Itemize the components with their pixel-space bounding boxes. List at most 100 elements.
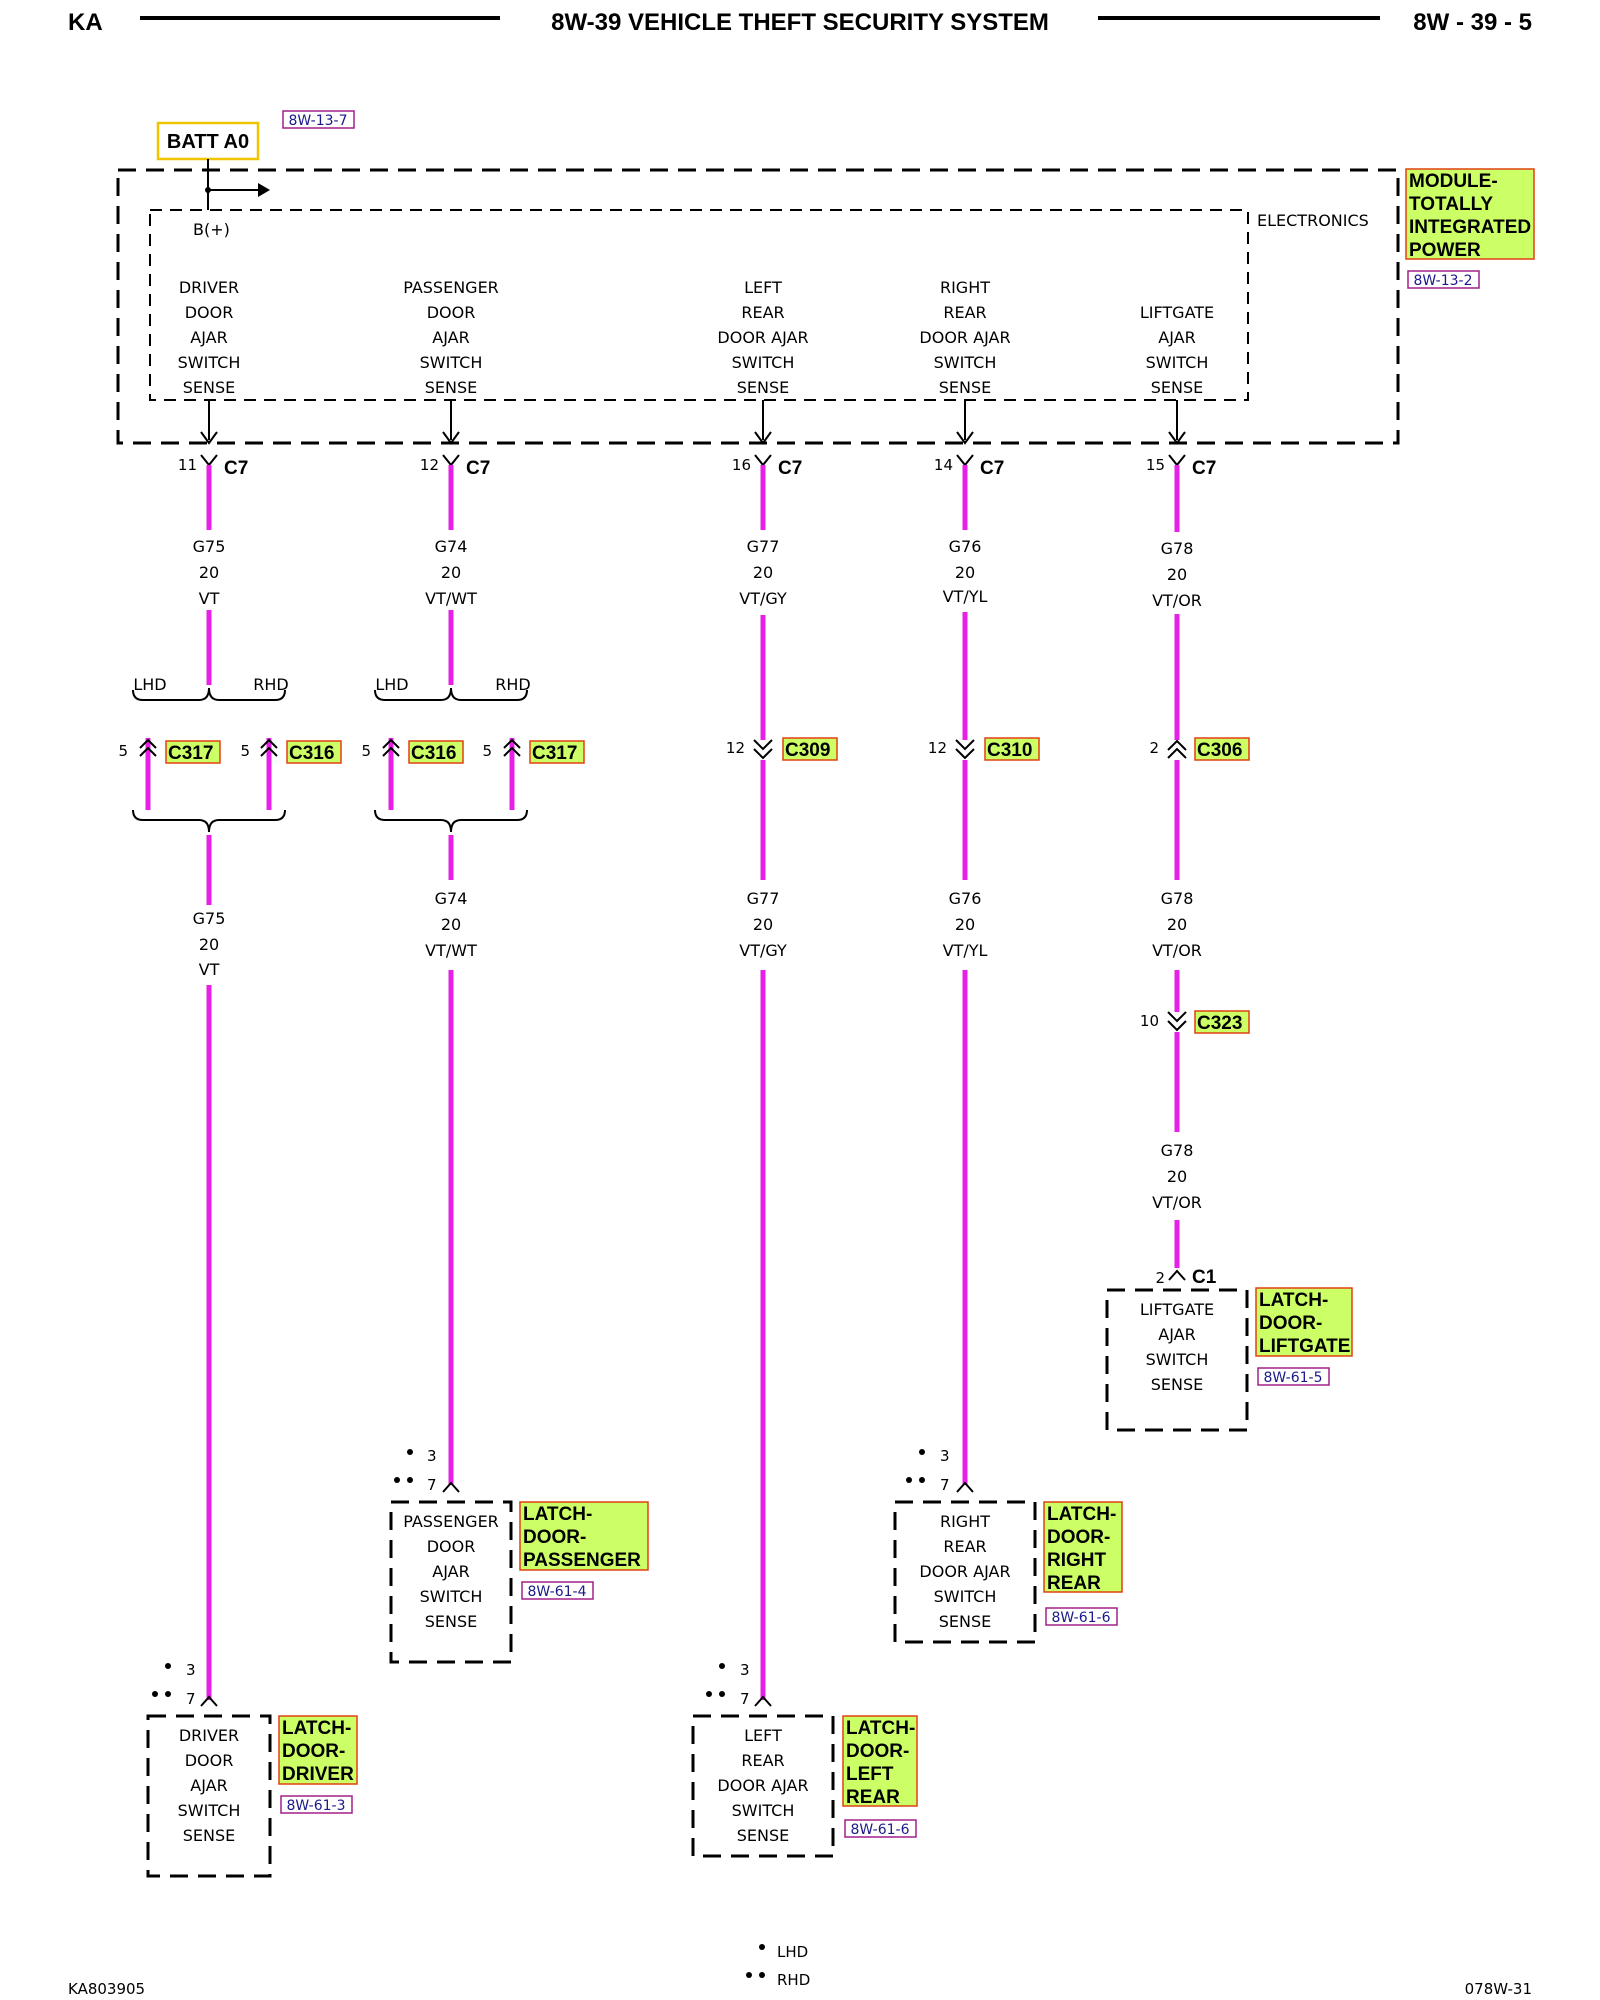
sense-label-line: SWITCH — [732, 353, 795, 372]
rhd-marker — [394, 1477, 400, 1483]
sense-input-driver: DRIVER DOOR AJAR SWITCH SENSE — [178, 278, 241, 397]
wire-label-driver: G75 20 VT — [193, 537, 226, 608]
c7-pin-passenger: 12 C7 — [420, 454, 490, 479]
component-tag-line: LIFTGATE — [1259, 1336, 1350, 1357]
sense-label-line: SWITCH — [178, 353, 241, 372]
component-ref: 8W-61-6 — [1051, 1610, 1110, 1626]
pin-cap — [442, 454, 460, 467]
component-ref: 8W-61-6 — [850, 1822, 909, 1838]
wire-gauge: 20 — [955, 915, 975, 934]
connector-highlight — [1194, 1010, 1250, 1034]
connector-id: C309 — [785, 740, 830, 761]
connector-id: C7 — [224, 458, 248, 479]
pin-number: 3 — [940, 1447, 950, 1465]
connector-highlight — [1194, 737, 1250, 761]
batt-ref-box — [282, 110, 355, 129]
component-outline — [389, 1500, 513, 1664]
circuit-id: G76 — [949, 537, 982, 556]
sense-label-line: SENSE — [939, 378, 992, 397]
pin-number: 12 — [726, 739, 745, 757]
component-tag-line: LATCH- — [523, 1504, 592, 1525]
sense-label-line: DOOR — [427, 303, 476, 322]
page-number: 8W - 39 - 5 — [1413, 9, 1532, 36]
sense-input-labels: DRIVER DOOR AJAR SWITCH SENSE PASSENGER … — [178, 278, 1215, 397]
pin-cap — [956, 1481, 974, 1493]
merge-brace — [374, 809, 528, 833]
connector-id: C7 — [1192, 458, 1216, 479]
component-ref-box — [521, 1581, 594, 1600]
wire-label-liftgate-bottom: G78 20 VT/OR — [1152, 1141, 1202, 1212]
component-tag-line: PASSENGER — [523, 1550, 641, 1571]
rhd-label: RHD — [253, 675, 288, 694]
component-outline — [146, 1714, 272, 1878]
pin-number: 12 — [928, 739, 947, 757]
circuit-id: G78 — [1161, 539, 1194, 558]
component-label-line: SWITCH — [934, 1587, 997, 1606]
inline-connectors: 5 C317 5 C316 5 C316 5 C317 12 — [118, 737, 1250, 1034]
component-tag-box — [1255, 1287, 1353, 1357]
wire-color: VT/WT — [425, 589, 477, 608]
connector-c310: 12 C310 — [928, 737, 1040, 761]
component-tag-line: LATCH- — [1259, 1290, 1328, 1311]
component-ref-box — [280, 1795, 353, 1814]
component-liftgate-switch: 2 C1 LIFTGATE AJAR SWITCH SENSE LATCH- D… — [1105, 1267, 1353, 1432]
pin-cap — [200, 1695, 218, 1707]
wire-label-left-rear: G77 20 VT/GY — [739, 537, 787, 608]
component-label-line: PASSENGER — [403, 1512, 499, 1531]
connector-id: C323 — [1197, 1013, 1242, 1034]
lhd-rhd-legend: LHD RHD — [746, 1943, 810, 1989]
component-tag-box — [519, 1501, 649, 1571]
component-outline — [691, 1714, 835, 1858]
wire-gauge: 20 — [441, 563, 461, 582]
wire-color: VT/YL — [943, 587, 988, 606]
component-driver-switch: 3 7 DRIVER DOOR AJAR SWITCH SENSE LATCH-… — [146, 1661, 358, 1878]
component-tag-line: DOOR- — [1047, 1527, 1110, 1548]
wire-gauge: 20 — [441, 915, 461, 934]
pin-number: 5 — [118, 742, 128, 760]
connector-glyph — [260, 738, 278, 757]
footer-doc-id: KA803905 — [68, 1980, 145, 1998]
lhd-label: LHD — [133, 675, 166, 694]
rhd-marker — [407, 1477, 413, 1483]
circuit-id: G74 — [435, 889, 468, 908]
component-label-line: DOOR — [185, 1751, 234, 1770]
pin-number: 2 — [1149, 739, 1159, 757]
wire-label-right-rear-lower: G76 20 VT/YL — [943, 889, 988, 960]
sense-label-line: DRIVER — [179, 278, 239, 297]
component-tag-line: DOOR- — [1259, 1313, 1322, 1334]
page-header: KA 8W-39 VEHICLE THEFT SECURITY SYSTEM 8… — [68, 9, 1532, 36]
connector-glyph — [753, 739, 773, 760]
pin-number: 2 — [1155, 1269, 1165, 1287]
sense-label-line: SENSE — [425, 378, 478, 397]
pin-number: 3 — [427, 1447, 437, 1465]
sense-label-line: AJAR — [432, 328, 469, 347]
bplus-node — [205, 187, 211, 193]
component-tag-line: RIGHT — [1047, 1550, 1107, 1571]
wire-color: VT/GY — [739, 589, 787, 608]
circuit-id: G77 — [747, 889, 780, 908]
connector-highlight — [408, 740, 464, 764]
connector-c317-driver: 5 C317 — [118, 738, 221, 764]
component-tag-line: DOOR- — [523, 1527, 586, 1548]
pin-cap — [1168, 1269, 1186, 1281]
pin-cap — [200, 454, 218, 467]
wire-label-left-rear-lower: G77 20 VT/GY — [739, 889, 787, 960]
wires — [145, 465, 1180, 1700]
sense-input-right-rear: RIGHT REAR DOOR AJAR SWITCH SENSE — [919, 278, 1010, 397]
split-brace — [132, 687, 286, 701]
component-tag-line: DOOR- — [846, 1741, 909, 1762]
c7-connector: 11 C7 12 C7 16 C7 14 C7 15 C7 — [178, 454, 1216, 479]
connector-id: C317 — [168, 743, 213, 764]
rhd-label: RHD — [495, 675, 530, 694]
c7-pin-left-rear: 16 C7 — [732, 454, 802, 479]
wire-color: VT — [199, 589, 220, 608]
electronics-label: ELECTRONICS — [1257, 211, 1369, 230]
component-ref-box — [1257, 1367, 1330, 1386]
wire-labels-upper: G75 20 VT G74 20 VT/WT G77 20 VT/GY G76 … — [193, 537, 1202, 610]
module-output-arrows — [200, 400, 1186, 445]
sense-label-line: LIFTGATE — [1140, 303, 1214, 322]
component-label-line: SENSE — [183, 1826, 236, 1845]
pin-cap — [442, 1481, 460, 1493]
connector-glyph — [1167, 1011, 1187, 1032]
component-tag-line: DRIVER — [282, 1764, 354, 1785]
